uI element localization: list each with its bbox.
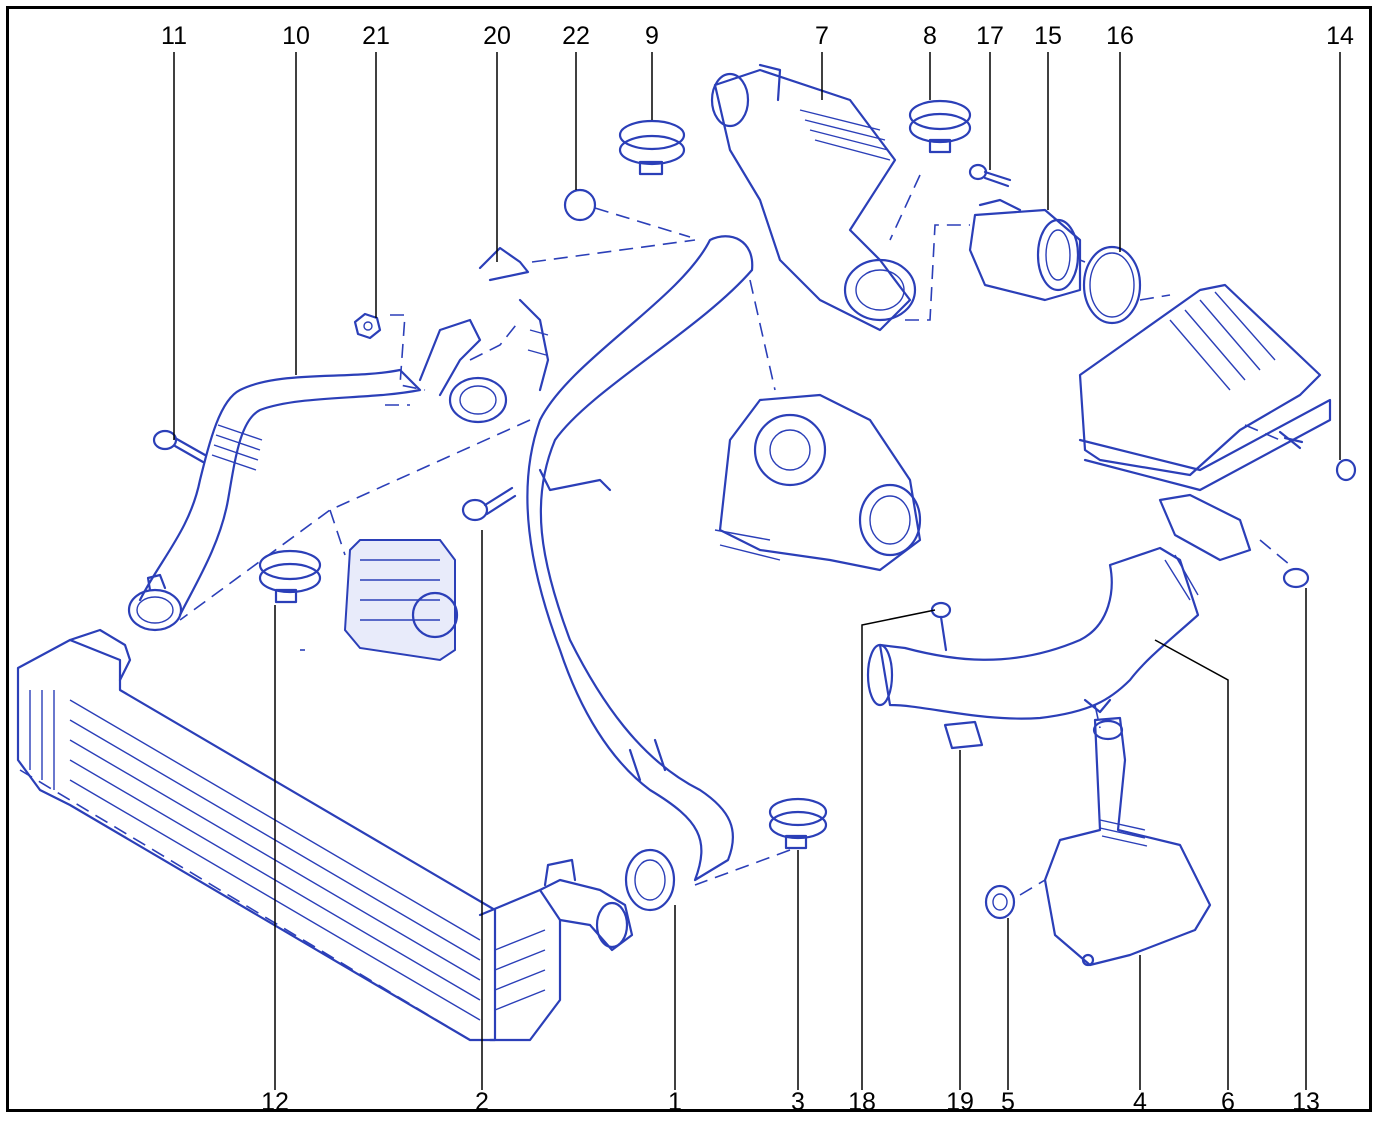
callout-15: 15	[1034, 22, 1062, 50]
callout-8: 8	[923, 22, 937, 50]
callout-11: 11	[161, 22, 187, 50]
grommet-13	[1282, 567, 1310, 589]
assembly-guides	[179, 174, 1291, 896]
callout-20: 20	[483, 22, 511, 50]
callout-labels: 11 10 21 20 22 9 7 8 17 15 16 14 12 2 1 …	[161, 22, 1354, 1116]
bolt-11	[152, 429, 207, 464]
airflow-meter-15	[968, 198, 1082, 302]
callout-18: 18	[848, 1088, 876, 1116]
throttle-body	[343, 539, 459, 662]
callout-14: 14	[1326, 22, 1354, 50]
callout-2: 2	[475, 1088, 489, 1116]
charge-pipe	[526, 235, 754, 912]
callout-13: 13	[1292, 1088, 1320, 1116]
intercooler	[16, 628, 634, 1042]
clip-nut-19	[943, 720, 984, 750]
hose-clamp-8	[908, 99, 972, 154]
seal-ring-22	[563, 188, 597, 222]
inlet-duct-7	[710, 63, 917, 332]
callout-3: 3	[791, 1088, 805, 1116]
turbocharger	[714, 393, 922, 572]
bolt-17	[968, 163, 1012, 188]
o-ring-16	[1082, 245, 1142, 325]
callout-19: 19	[946, 1088, 974, 1116]
callout-1: 1	[668, 1088, 682, 1116]
callout-7: 7	[815, 22, 829, 50]
nut-21	[353, 312, 382, 340]
callout-9: 9	[645, 22, 659, 50]
callout-21: 21	[362, 22, 390, 50]
callout-4: 4	[1133, 1088, 1147, 1116]
outlet-duct-6	[866, 546, 1200, 720]
resonator-4	[1043, 716, 1212, 967]
callout-12: 12	[261, 1088, 289, 1116]
callout-5: 5	[1001, 1088, 1015, 1116]
nut-14	[1278, 430, 1357, 482]
callout-10: 10	[282, 22, 310, 50]
intake-hose-10	[127, 298, 550, 632]
clip-20	[478, 246, 530, 282]
grommet-5	[984, 884, 1016, 920]
callout-6: 6	[1221, 1088, 1235, 1116]
callout-22: 22	[562, 22, 590, 50]
callout-17: 17	[976, 22, 1004, 50]
leader-lines	[173, 52, 1341, 1090]
hose-clamp-12	[258, 549, 322, 604]
hose-clamp-3	[768, 797, 828, 850]
hose-clamp-9	[618, 119, 686, 176]
callout-16: 16	[1106, 22, 1134, 50]
bolt-2	[461, 486, 517, 522]
diagram-frame	[6, 6, 1372, 1112]
air-filter-housing	[1078, 283, 1332, 562]
